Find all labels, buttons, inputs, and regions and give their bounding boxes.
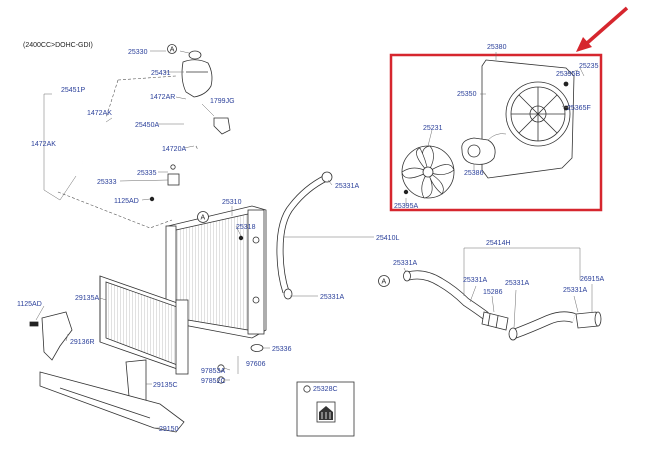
leader-lines: [35, 50, 593, 429]
callout-a-reservoir: A: [170, 47, 175, 54]
lower-hose-assembly[interactable]: [403, 270, 602, 341]
part-label-25414H[interactable]: 25414H: [486, 240, 511, 247]
part-number-labels: 25330 A 25431 25451P 1472AK 1472AR 1799J…: [17, 44, 604, 433]
drain-plug[interactable]: [250, 344, 264, 352]
part-label-25331A-lower-hose-right[interactable]: 25331A: [505, 280, 529, 287]
coolant-reservoir-tank[interactable]: [181, 59, 213, 98]
part-label-14720A[interactable]: 14720A: [162, 146, 186, 153]
part-label-29136R[interactable]: 29136R: [70, 339, 95, 346]
part-label-1125AD-lower[interactable]: 1125AD: [17, 301, 42, 308]
callout-a-radiator: A: [201, 215, 206, 222]
part-label-25310[interactable]: 25310: [222, 199, 242, 206]
reservoir-cap[interactable]: [188, 50, 202, 60]
part-label-1472AK-upper[interactable]: 1472AK: [87, 110, 112, 117]
reservoir-bracket[interactable]: [213, 117, 231, 135]
highlight-arrow: [576, 6, 629, 52]
bolt-1125AD-lower[interactable]: [29, 321, 39, 327]
part-label-25330[interactable]: 25330: [128, 49, 148, 56]
part-label-25331A-lower-hose-end[interactable]: 25331A: [563, 287, 587, 294]
part-label-25410L[interactable]: 25410L: [376, 235, 399, 242]
part-label-25365F[interactable]: 25365F: [567, 105, 591, 112]
part-label-25231[interactable]: 25231: [423, 125, 443, 132]
part-label-97852C[interactable]: 97852C: [201, 378, 226, 385]
part-label-25328C[interactable]: 25328C: [313, 386, 338, 393]
part-label-25451P[interactable]: 25451P: [61, 87, 85, 94]
part-label-25380[interactable]: 25380: [487, 44, 507, 51]
part-label-25386[interactable]: 25386: [464, 170, 484, 177]
part-label-25333[interactable]: 25333: [97, 179, 117, 186]
part-label-25331A-upper-hose[interactable]: 25331A: [335, 183, 359, 190]
part-label-25331A-lower-hose-mid[interactable]: 25331A: [463, 277, 487, 284]
part-label-25350[interactable]: 25350: [457, 91, 477, 98]
part-label-25335[interactable]: 25335: [137, 170, 157, 177]
air-guard-29136R[interactable]: [41, 311, 73, 361]
part-label-1799JG[interactable]: 1799JG: [210, 98, 235, 105]
part-label-25318[interactable]: 25318: [236, 224, 256, 231]
radiator-right-tank: [247, 209, 265, 335]
radiator-assembly[interactable]: [165, 205, 267, 352]
part-label-97853A[interactable]: 97853A: [201, 368, 225, 375]
part-label-97606[interactable]: 97606: [246, 361, 266, 368]
coolant-reservoir-assembly: [43, 50, 231, 229]
part-label-25331A-lower-radiator[interactable]: 25331A: [320, 294, 344, 301]
part-label-25331A-lower-hose-left[interactable]: 25331A: [393, 260, 417, 267]
engine-spec-label: (2400CC>DOHC-GDI): [23, 42, 93, 49]
hose-clamp-25335[interactable]: [167, 173, 180, 186]
fan-shroud-assembly[interactable]: [481, 59, 575, 179]
part-label-1472AR[interactable]: 1472AR: [150, 94, 175, 101]
part-label-25395B[interactable]: 25395B: [556, 71, 580, 78]
part-label-15286[interactable]: 15286: [483, 289, 503, 296]
fan-motor[interactable]: [461, 133, 507, 165]
cooling-fan[interactable]: [401, 145, 455, 199]
part-label-25235[interactable]: 25235: [579, 63, 599, 70]
part-label-29135C[interactable]: 29135C: [153, 382, 178, 389]
part-label-1472AK-lower[interactable]: 1472AK: [31, 141, 56, 148]
part-label-25450A[interactable]: 25450A: [135, 122, 159, 129]
condenser-assembly[interactable]: [99, 275, 189, 375]
part-label-1125AD-upper[interactable]: 1125AD: [114, 198, 139, 205]
part-label-26915A[interactable]: 26915A: [580, 276, 604, 283]
part-label-29135A[interactable]: 29135A: [75, 295, 99, 302]
part-label-25395A[interactable]: 25395A: [394, 203, 418, 210]
part-label-29150[interactable]: 29150: [159, 426, 179, 433]
callout-a-hose: A: [382, 279, 387, 286]
lower-shield-29150[interactable]: [39, 371, 185, 433]
part-label-25336[interactable]: 25336: [272, 346, 292, 353]
part-label-25431[interactable]: 25431: [151, 70, 171, 77]
upper-radiator-hose[interactable]: [276, 171, 333, 300]
